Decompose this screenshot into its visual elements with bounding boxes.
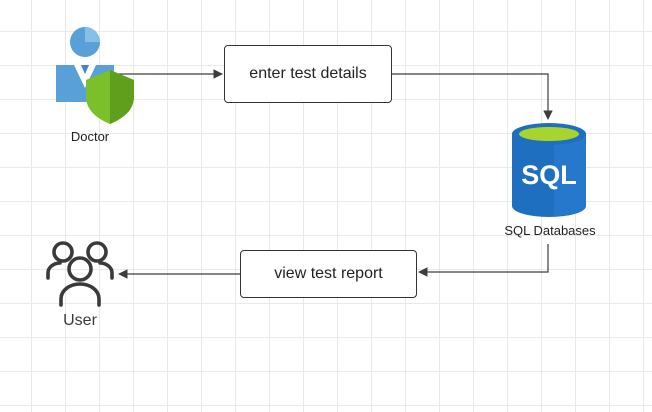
sql-icon-text: SQL xyxy=(521,160,577,190)
sql-database-icon: SQL xyxy=(512,123,586,217)
user-label: User xyxy=(63,312,97,329)
enter-test-details-label: enter test details xyxy=(249,65,367,82)
view-test-report-label: view test report xyxy=(274,265,383,282)
edge-sql-databases-to-view-test-report xyxy=(418,244,549,277)
sql-databases-label: SQL Databases xyxy=(504,223,596,238)
edge-enter-test-details-to-sql-databases xyxy=(392,73,553,120)
users-icon xyxy=(46,241,114,307)
enter-test-details-box[interactable]: enter test details xyxy=(224,45,392,103)
doctor-shield-icon xyxy=(56,27,134,124)
view-test-report-box[interactable]: view test report xyxy=(240,250,417,298)
doctor-label: Doctor xyxy=(70,129,110,144)
